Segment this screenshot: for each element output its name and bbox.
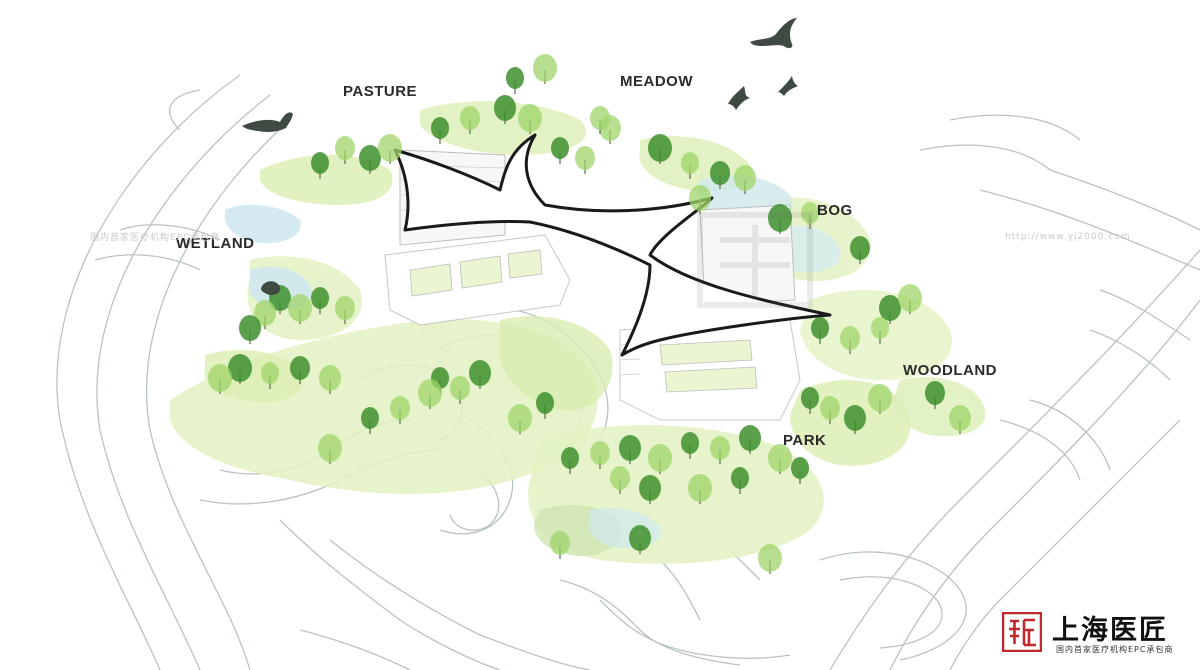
- bird-tiny-icon: [778, 76, 798, 96]
- tree-canopy: [418, 379, 442, 407]
- tree-canopy: [949, 405, 971, 431]
- terrain-contours: [56, 74, 1200, 670]
- tree-canopy: [536, 392, 554, 414]
- tree-canopy: [575, 146, 595, 170]
- brand-name: 上海医匠: [1052, 615, 1168, 646]
- tree-canopy: [311, 152, 329, 174]
- trees: [208, 54, 971, 574]
- tree-canopy: [791, 457, 809, 479]
- tree-canopy: [801, 202, 819, 224]
- tree-canopy: [648, 444, 672, 472]
- tree-canopy: [228, 354, 252, 382]
- tree-canopy: [689, 185, 711, 211]
- tree-canopy: [898, 284, 922, 312]
- seal-icon: [1002, 612, 1042, 652]
- label-bog: BOG: [817, 202, 853, 219]
- tree-canopy: [335, 296, 355, 320]
- tree-canopy: [768, 444, 792, 472]
- tree-canopy: [494, 95, 516, 121]
- tree-canopy: [311, 287, 329, 309]
- tree-canopy: [450, 376, 470, 400]
- tree-canopy: [629, 525, 651, 551]
- tree-canopy: [590, 106, 610, 130]
- tree-canopy: [850, 236, 870, 260]
- tree-canopy: [820, 396, 840, 420]
- tree-canopy: [469, 360, 491, 386]
- tree-canopy: [378, 134, 402, 162]
- tree-canopy: [254, 300, 276, 326]
- tree-canopy: [681, 432, 699, 454]
- tree-canopy: [811, 317, 829, 339]
- birds: [242, 18, 798, 296]
- hospital-building: [384, 133, 832, 421]
- tree-canopy: [648, 134, 672, 162]
- tree-canopy: [639, 475, 661, 501]
- tree-canopy: [758, 544, 782, 572]
- tree-canopy: [879, 295, 901, 321]
- green-ground-areas: [170, 101, 986, 564]
- label-wetland: WETLAND: [176, 235, 255, 252]
- bird-large-icon: [750, 18, 797, 49]
- tree-canopy: [318, 434, 342, 462]
- tree-canopy: [533, 54, 557, 82]
- watermark-logo: [697, 212, 813, 308]
- label-meadow: MEADOW: [620, 73, 693, 90]
- tree-canopy: [768, 204, 792, 232]
- tree-canopy: [508, 404, 532, 432]
- tree-canopy: [840, 326, 860, 350]
- bird-small-icon: [728, 86, 750, 110]
- frog-icon: [261, 281, 281, 296]
- tree-canopy: [925, 381, 945, 405]
- label-park: PARK: [783, 432, 827, 449]
- label-pasture: PASTURE: [343, 83, 418, 100]
- tree-canopy: [868, 384, 892, 412]
- pheasant-bird-icon: [242, 112, 293, 132]
- tree-canopy: [359, 145, 381, 171]
- tree-canopy: [844, 405, 866, 431]
- tree-canopy: [710, 436, 730, 460]
- tree-canopy: [506, 67, 524, 89]
- tree-canopy: [518, 104, 542, 132]
- tree-canopy: [610, 466, 630, 490]
- tree-canopy: [239, 315, 261, 341]
- tree-canopy: [208, 364, 232, 392]
- tree-canopy: [710, 161, 730, 185]
- tree-canopy: [431, 117, 449, 139]
- tree-canopy: [551, 137, 569, 159]
- tree-canopy: [335, 136, 355, 160]
- tree-canopy: [550, 531, 570, 555]
- tree-canopy: [801, 387, 819, 409]
- brand-logo: 上海医匠 国内首家医疗机构EPC承包商: [1002, 606, 1192, 662]
- tree-canopy: [390, 396, 410, 420]
- tree-canopy: [681, 152, 699, 174]
- tree-canopy: [288, 294, 312, 322]
- tree-canopy: [319, 365, 341, 391]
- watermark-left-text: 国内首家医疗机构EPC承包商: [90, 233, 221, 243]
- tree-canopy: [871, 317, 889, 339]
- tree-canopy: [731, 467, 749, 489]
- tree-canopy: [261, 362, 279, 384]
- tree-canopy: [561, 447, 579, 469]
- brand-tagline: 国内首家医疗机构EPC承包商: [1056, 645, 1174, 654]
- tree-canopy: [734, 165, 756, 191]
- tree-canopy: [361, 407, 379, 429]
- tree-canopy: [688, 474, 712, 502]
- tree-canopy: [290, 356, 310, 380]
- watermark-right-text: http://www.yj2000.com: [1005, 232, 1131, 242]
- tree-canopy: [460, 106, 480, 130]
- label-woodland: WOODLAND: [903, 362, 997, 379]
- tree-canopy: [739, 425, 761, 451]
- tree-canopy: [619, 435, 641, 461]
- tree-canopy: [590, 441, 610, 465]
